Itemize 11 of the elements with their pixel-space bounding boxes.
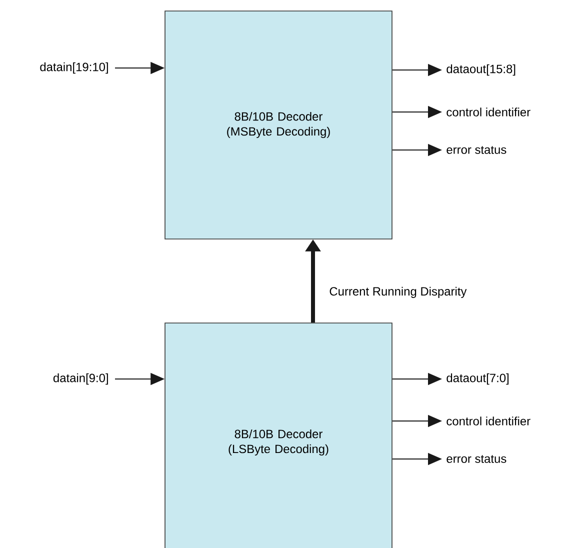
decoder-box: 8B/10B Decoder (LSByte Decoding)	[164, 322, 392, 548]
decoder-box: 8B/10B Decoder (MSByte Decoding)	[164, 10, 392, 240]
signal-label: control identifier	[446, 108, 530, 116]
signal-label: datain[19:10]	[40, 62, 108, 74]
signal-label: datain[9:0]	[53, 373, 108, 385]
signal-label: error status	[446, 146, 506, 154]
signal-label: dataout[7:0]	[446, 373, 508, 385]
edge-label: Current Running Disparity	[328, 286, 468, 299]
signal-label: dataout[15:8]	[446, 64, 516, 76]
signal-label: control identifier	[446, 416, 530, 426]
signal-label: error status	[446, 455, 506, 463]
